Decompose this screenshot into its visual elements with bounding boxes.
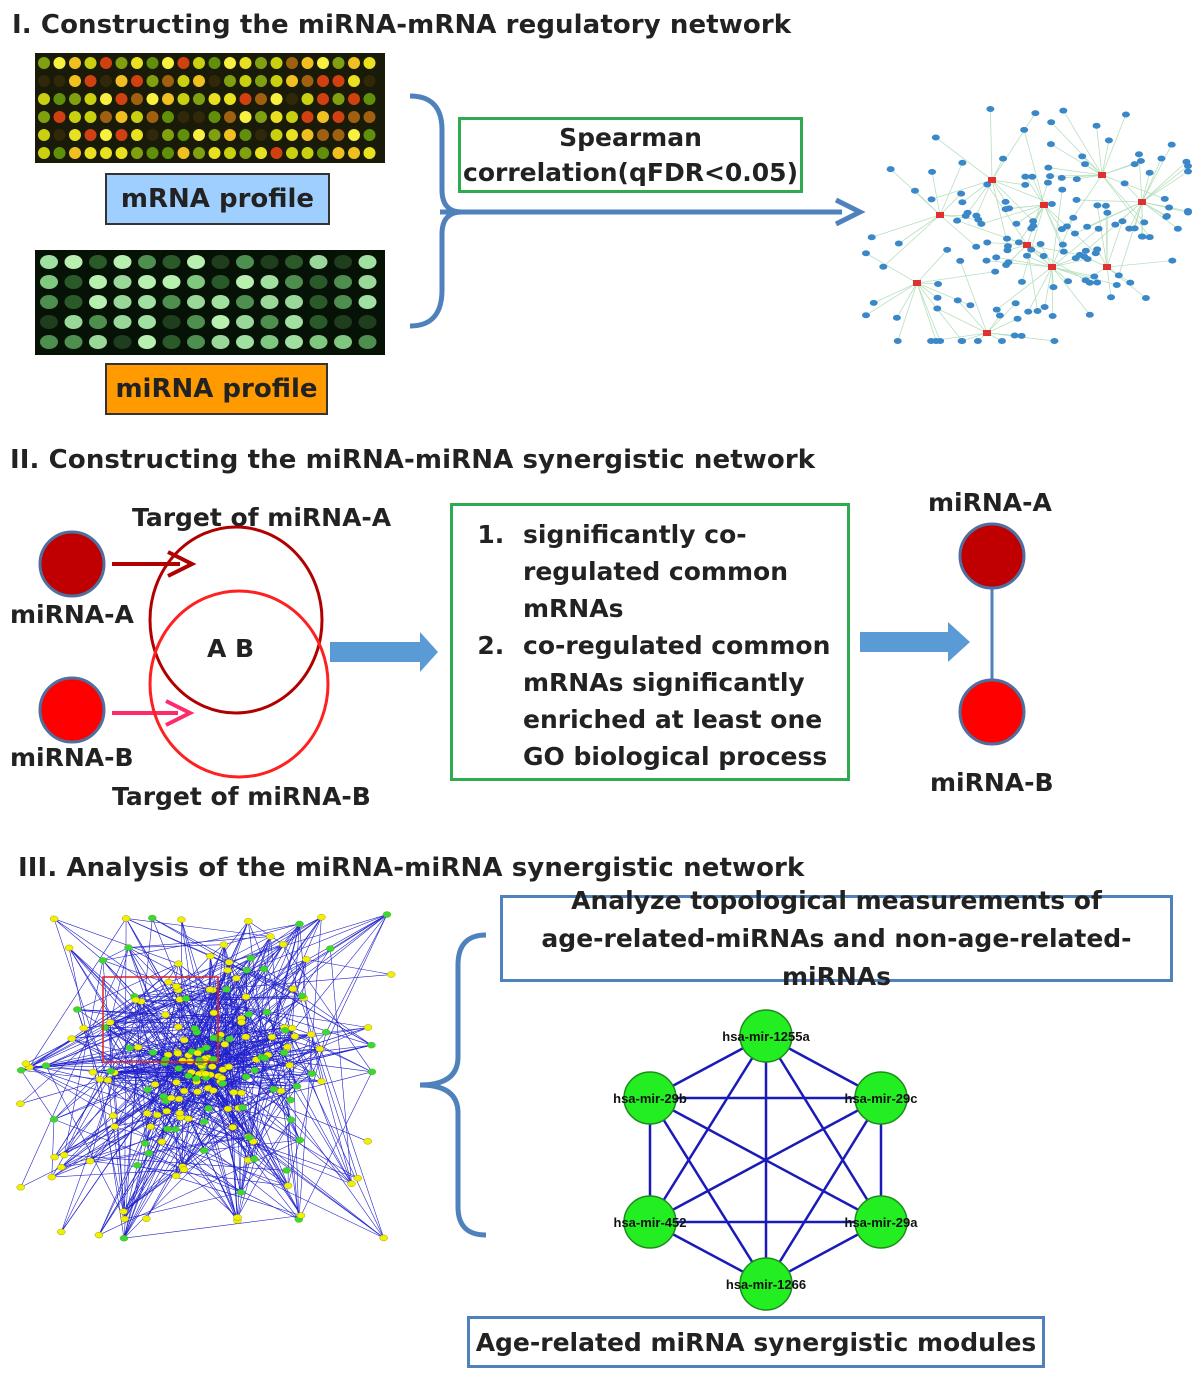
criterion-1: significantly co-regulated common mRNAs	[513, 516, 835, 627]
result-mirna-b-label: miRNA-B	[930, 768, 1054, 797]
spearman-line-1: Spearman	[559, 123, 702, 152]
mirna-a-label: miRNA-A	[10, 600, 134, 629]
mirna-profile-label: miRNA profile	[105, 363, 328, 415]
module-node-hsa-mir-1255a: hsa-mir-1255a	[722, 1009, 810, 1063]
venn-center-label: A B	[207, 634, 255, 663]
topology-analysis-box: Analyze topological measurements of age-…	[500, 886, 1173, 991]
module-node-hsa-mir-29c: hsa-mir-29c	[845, 1071, 918, 1125]
target-a-label: Target of miRNA-A	[132, 503, 392, 532]
age-related-module-network: hsa-mir-1255a hsa-mir-29c hsa-mir-29a hsa-m…	[613, 1009, 919, 1311]
svg-text:hsa-mir-1255a: hsa-mir-1255a	[722, 1029, 810, 1044]
svg-text:hsa-mir-1266: hsa-mir-1266	[726, 1277, 806, 1292]
synergy-pair	[958, 522, 1026, 746]
target-b-label: Target of miRNA-B	[112, 782, 371, 811]
mrna-profile-label: mRNA profile	[105, 173, 330, 225]
topology-line-2: age-related-miRNAs and non-age-related-m…	[541, 923, 1132, 991]
module-node-hsa-mir-29b: hsa-mir-29b	[613, 1071, 687, 1125]
mirna-microarray-image	[35, 250, 385, 355]
analysis-brace	[419, 932, 487, 1238]
mrna-microarray-image	[35, 53, 385, 163]
section-1-title: I. Constructing the miRNA-mRNA regulator…	[12, 10, 792, 40]
venn-diagram	[112, 525, 438, 779]
modules-caption-box: Age-related miRNA synergistic modules	[467, 1316, 1045, 1368]
section-3-title: III. Analysis of the miRNA-miRNA synergi…	[18, 853, 805, 883]
section-2-title: II. Constructing the miRNA-miRNA synergi…	[10, 445, 816, 475]
svg-text:hsa-mir-452: hsa-mir-452	[614, 1215, 687, 1230]
spearman-correlation-box: Spearman correlation(qFDR<0.05)	[458, 117, 803, 193]
synergistic-network-image	[16, 911, 396, 1242]
module-node-hsa-mir-452: hsa-mir-452	[614, 1195, 687, 1249]
svg-text:hsa-mir-29a: hsa-mir-29a	[845, 1215, 919, 1230]
correlation-arrow	[440, 197, 866, 227]
module-node-hsa-mir-29a: hsa-mir-29a	[845, 1195, 919, 1249]
result-mirna-a-label: miRNA-A	[928, 488, 1052, 517]
mirna-b-node	[38, 676, 106, 744]
mirna-b-label: miRNA-B	[10, 743, 134, 772]
result-arrow	[860, 622, 970, 662]
criteria-box: significantly co-regulated common mRNAs …	[450, 503, 850, 781]
module-node-hsa-mir-1266: hsa-mir-1266	[726, 1257, 806, 1311]
criterion-2: co-regulated common mRNAs significantly …	[513, 627, 835, 775]
regulatory-network-image	[862, 106, 1192, 344]
svg-text:hsa-mir-29b: hsa-mir-29b	[613, 1091, 687, 1106]
topology-line-1: Analyze topological measurements of	[571, 885, 1102, 915]
svg-text:hsa-mir-29c: hsa-mir-29c	[845, 1091, 918, 1106]
mirna-a-node	[38, 530, 106, 598]
spearman-line-2: correlation(qFDR<0.05)	[463, 158, 798, 187]
